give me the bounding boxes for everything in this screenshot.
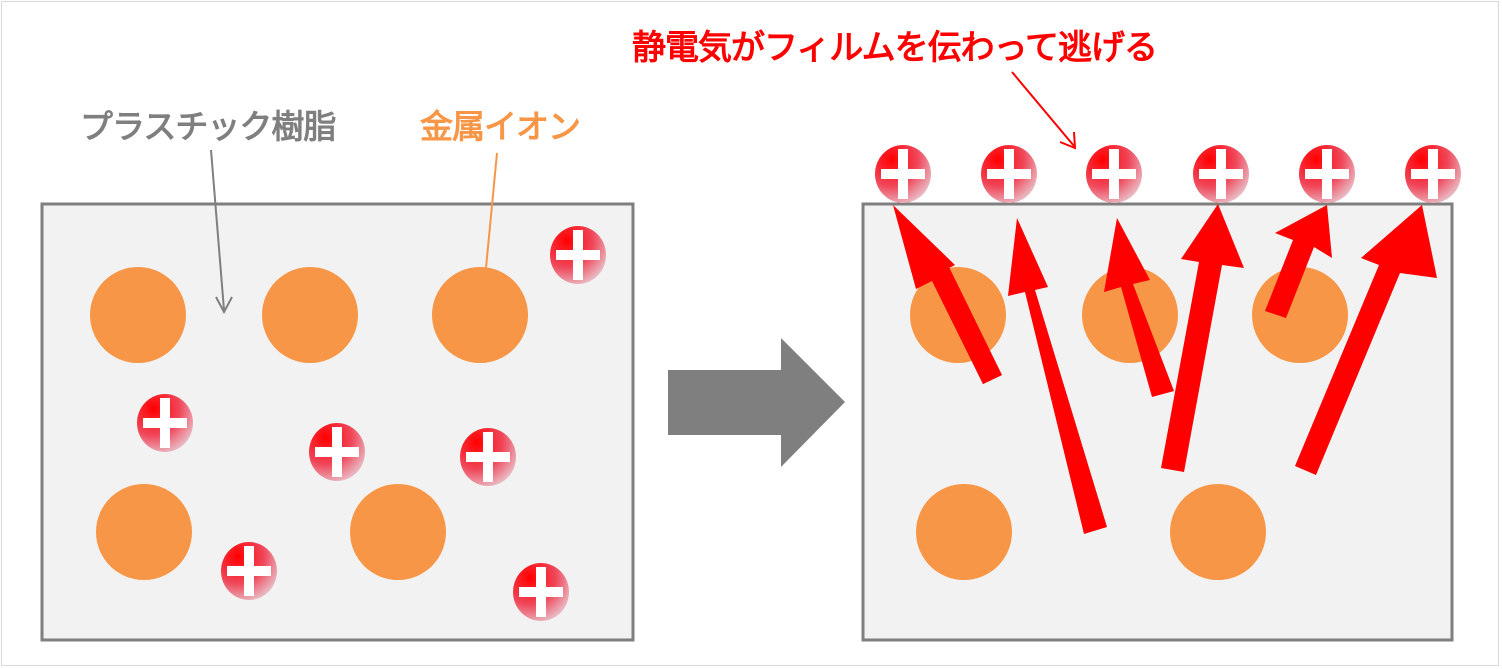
flow-arrow-3 [1104,218,1174,397]
ion-leader-line [485,152,498,269]
metal-particles-before [90,267,528,580]
before-panel [40,149,635,642]
flow-arrow-2 [1008,218,1107,534]
positive-ions-surface [875,145,1461,203]
static-escape-label: 静電気がフィルムを伝わって逃げる [632,28,1158,68]
metal-ion-label: 金属イオン [420,107,581,146]
resin-leader-arrow [210,149,233,315]
flow-arrow-4 [1161,204,1244,472]
flow-arrow-5 [1265,205,1332,318]
after-panel [861,71,1461,642]
charge-flow-arrows [893,204,1437,534]
escape-callout-arrow [1011,71,1077,150]
flow-arrow-6 [1295,205,1437,475]
transition-arrow-icon [668,338,845,467]
plastic-resin-label: プラスチック樹脂 [80,107,336,146]
